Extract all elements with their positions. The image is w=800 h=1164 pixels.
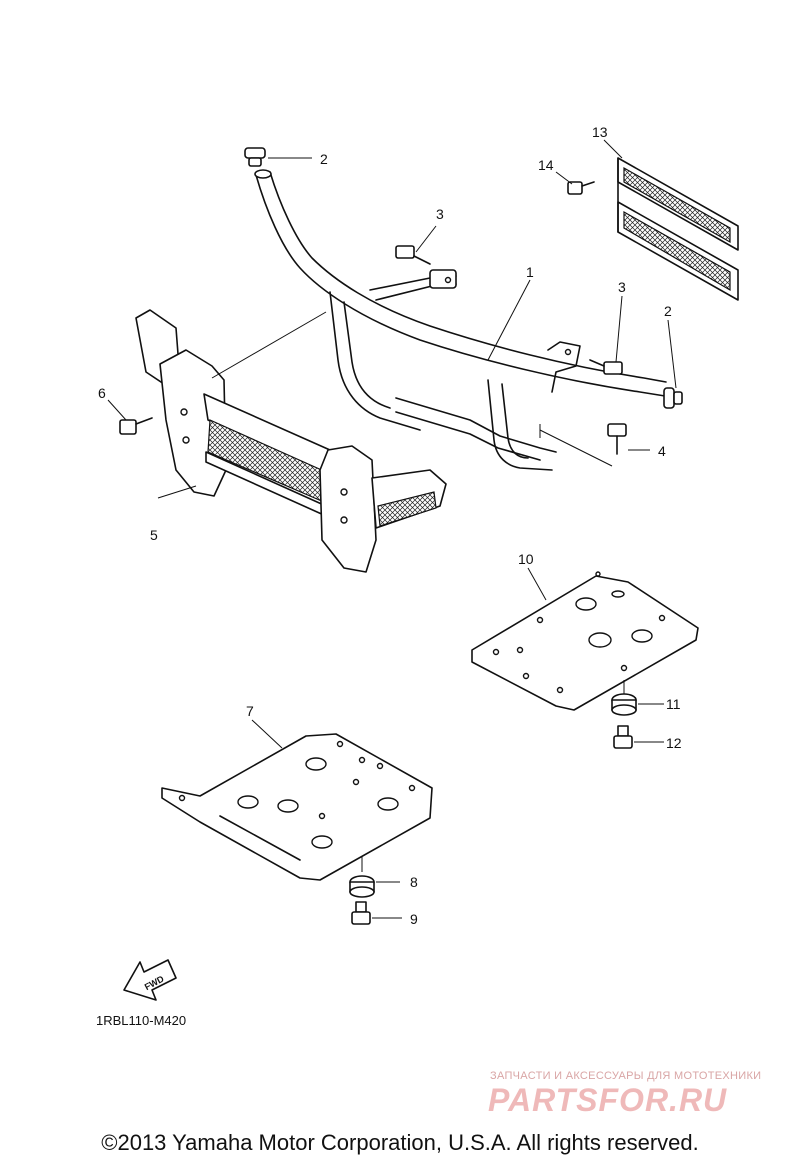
- fwd-arrow-icon: FWD: [123, 959, 177, 1001]
- callout-3-right: 3: [618, 279, 626, 295]
- callout-2-right: 2: [664, 303, 672, 319]
- callout-2-top: 2: [320, 151, 328, 167]
- copyright-text: ©2013 Yamaha Motor Corporation, U.S.A. A…: [101, 1130, 699, 1155]
- bolt-12: [613, 725, 633, 749]
- callout-1: 1: [526, 264, 534, 280]
- callout-6: 6: [98, 385, 106, 401]
- cap-2-top: [244, 147, 266, 167]
- mesh-screen: [617, 157, 739, 301]
- grommet-8: [349, 875, 375, 898]
- bolt-14: [567, 181, 595, 195]
- watermark-tagline: ЗАПЧАСТИ И АКСЕССУАРЫ ДЛЯ МОТОТЕХНИКИ: [490, 1070, 762, 1082]
- callout-7: 7: [246, 703, 254, 719]
- bolt-3-right: [589, 359, 623, 375]
- callout-3-top: 3: [436, 206, 444, 222]
- callout-9: 9: [410, 911, 418, 927]
- bolt-9: [351, 901, 371, 925]
- callout-11: 11: [666, 696, 681, 712]
- callout-14: 14: [538, 157, 554, 173]
- diagram-code: 1RBL110-M420: [96, 1013, 187, 1028]
- bolt-4: [607, 423, 627, 455]
- bolt-3-top: [395, 245, 431, 265]
- callout-10: 10: [518, 551, 534, 567]
- skid-plate-10: [471, 571, 699, 711]
- bolt-6: [119, 417, 153, 435]
- callout-4: 4: [658, 443, 666, 459]
- front-bumper: [135, 309, 447, 573]
- callouts: 1 2 2 3 3 4 5 6 7 8 9 10 11 12 13 14: [98, 124, 682, 927]
- cap-2-right: [663, 387, 683, 409]
- skid-plate-7: [161, 733, 433, 881]
- callout-8: 8: [410, 874, 418, 890]
- leader-lines: [107, 139, 677, 919]
- grommet-11: [611, 693, 637, 716]
- callout-13: 13: [592, 124, 608, 140]
- callout-12: 12: [666, 735, 682, 751]
- watermark-logo: PARTSFOR.RU: [488, 1082, 728, 1118]
- front-guard-frame: [254, 169, 667, 471]
- callout-5: 5: [150, 527, 158, 543]
